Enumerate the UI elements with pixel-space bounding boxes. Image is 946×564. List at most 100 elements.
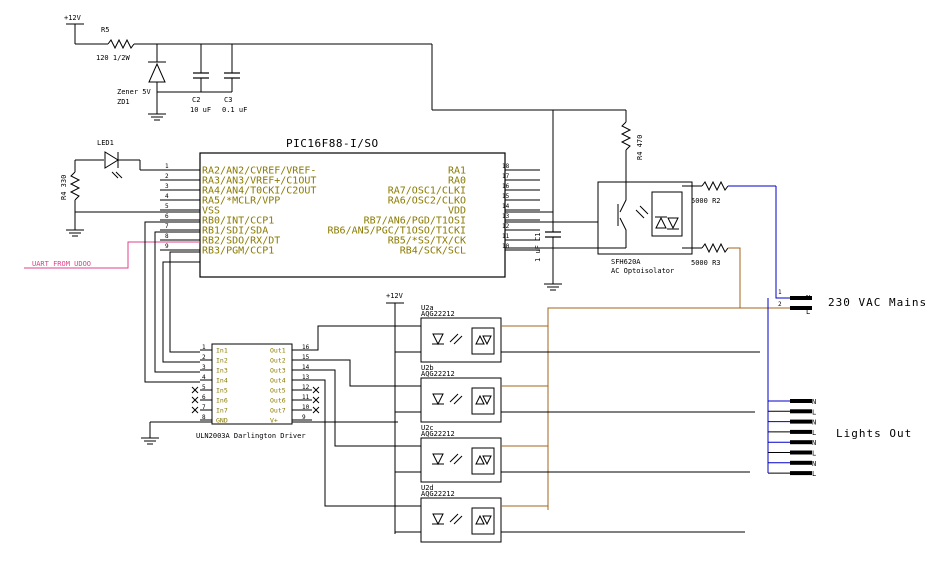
- mcu-pin-number: 14: [502, 203, 510, 210]
- mcu-pin-number: 10: [502, 243, 510, 250]
- mcu-pin-label: RA4/AN4/T0CKI/C2OUT: [202, 186, 316, 197]
- relay-ref: U2c: [421, 424, 434, 432]
- mcu-pin-label: RA6/OSC2/CLKO: [388, 196, 466, 207]
- driver-pin-label: In1: [216, 347, 228, 355]
- mcu-pin-number: 2: [165, 173, 169, 180]
- svg-text:1: 1: [778, 289, 782, 296]
- mcu-pin-number: 16: [502, 183, 510, 190]
- mcu-pin-number: 17: [502, 173, 510, 180]
- zener-ref: ZD1: [117, 98, 130, 106]
- mcu-pin-label: RB2/SDO/RX/DT: [202, 236, 280, 247]
- mcu-pin-label: VDD: [448, 206, 466, 217]
- r3-resistor: [701, 242, 729, 254]
- lights-terminal: [790, 399, 812, 403]
- driver-pin-number: 2: [202, 354, 206, 361]
- driver-pin-number: 1: [202, 344, 206, 351]
- driver-pin-label: V+: [270, 417, 278, 425]
- driver-pin-number: 15: [302, 354, 310, 361]
- mcu-left-pins: 1 RA2/AN2/CVREF/VREF- 2 RA3/AN3/VREF+/C1OUT…: [160, 163, 316, 257]
- mcu-pin-number: 11: [502, 233, 510, 240]
- lights-pin-label: N: [812, 460, 816, 468]
- r5-value: 120 1/2W: [96, 54, 131, 62]
- driver-pin-label: GND: [216, 417, 228, 425]
- lights-pin-label: L: [812, 408, 816, 416]
- driver-pin-number: 8: [202, 414, 206, 421]
- mcu-pin-label: RA5/*MCLR/VPP: [202, 196, 280, 207]
- zener-name: Zener 5V: [117, 88, 152, 96]
- mains-terminal-l: [790, 306, 812, 310]
- driver-pin-number: 4: [202, 374, 206, 381]
- uart-wire: [24, 241, 200, 269]
- driver-pin-number: 14: [302, 364, 310, 371]
- mcu-pin-label: RA1: [448, 166, 466, 177]
- lights-terminal: [790, 460, 812, 465]
- mains-terminal-n: [790, 296, 812, 300]
- lights-pin-label: L: [812, 429, 816, 437]
- r4-ref: R4 330: [60, 175, 68, 200]
- lights-terminal: [790, 419, 812, 424]
- mcu-pin-label: RA2/AN2/CVREF/VREF-: [202, 166, 316, 177]
- driver-pin-number: 9: [302, 414, 306, 421]
- mcu-pin-label: RB5/*SS/TX/CK: [388, 236, 466, 247]
- svg-text:2: 2: [778, 301, 782, 308]
- driver-pin-label: Out1: [270, 347, 286, 355]
- driver-pin-label: In7: [216, 407, 228, 415]
- lights-terminal: [790, 409, 812, 414]
- driver-pin-label: In4: [216, 377, 228, 385]
- r3-ref: 5000 R3: [691, 259, 721, 267]
- c2-value: 10 uF: [190, 106, 211, 114]
- mcu-pin-number: 8: [165, 233, 169, 240]
- zener-diode: [148, 62, 166, 83]
- driver-pin-number: 3: [202, 364, 206, 371]
- mcu-pin-label: VSS: [202, 206, 220, 217]
- relays: U2aAQG22212U2bAQG22212U2cAQG22212U2dAQG2…: [312, 304, 760, 543]
- mcu-pin-number: 15: [502, 193, 510, 200]
- driver-pin-label: In6: [216, 397, 228, 405]
- lights-terminal: [790, 440, 812, 445]
- opto-ref: SFH620A: [611, 258, 641, 266]
- driver-pin-label: In2: [216, 357, 228, 365]
- driver-body: [211, 343, 293, 425]
- c3-value: 0.1 uF: [222, 106, 247, 114]
- led-diode: [104, 151, 119, 169]
- driver-pin-number: 16: [302, 344, 310, 351]
- vcc-mid-label: +12V: [386, 292, 404, 300]
- driver-pin-number: 5: [202, 384, 206, 391]
- c2-ref: C2: [192, 96, 200, 104]
- lights-pin-label: L: [812, 450, 816, 458]
- driver-pin-number: 12: [302, 384, 310, 391]
- lights-pin-label: N: [812, 398, 816, 406]
- r4b-ref: R4 470: [636, 135, 644, 160]
- mcu-pin-number: 1: [165, 163, 169, 170]
- mains-label: 230 VAC Mains: [828, 296, 927, 309]
- uart-label: UART FROM UDOO: [32, 260, 91, 268]
- driver-pin-number: 10: [302, 404, 310, 411]
- r4b-resistor: [620, 121, 632, 151]
- lights-label: Lights Out: [836, 427, 912, 440]
- driver-pin-label: Out4: [270, 377, 286, 385]
- relay-body: [420, 377, 502, 423]
- relay-body: [420, 317, 502, 363]
- lights-terminal: [790, 429, 812, 434]
- mains-pin-l: L: [806, 308, 810, 316]
- mcu-pin-number: 5: [165, 203, 169, 210]
- driver-pin-label: In5: [216, 387, 228, 395]
- mcu-pin-label: RA7/OSC1/CLKI: [388, 186, 466, 197]
- relay-ref: U2d: [421, 484, 434, 492]
- r4-resistor: [69, 171, 81, 201]
- driver-pin-label: Out7: [270, 407, 286, 415]
- mcu-body: [199, 152, 506, 278]
- mcu-pin-number: 18: [502, 163, 510, 170]
- driver-pin-number: 6: [202, 394, 206, 401]
- mcu-pin-label: RA3/AN3/VREF+/C1OUT: [202, 176, 316, 187]
- driver-pin-label: In3: [216, 367, 228, 375]
- r2-resistor: [701, 180, 729, 192]
- driver-pin-number: 13: [302, 374, 310, 381]
- c3-ref: C3: [224, 96, 232, 104]
- lights-pin-label: L: [812, 470, 816, 478]
- mcu-pin-label: RB3/PGM/CCP1: [202, 246, 274, 257]
- mcu-pin-label: RB4/SCK/SCL: [400, 246, 466, 257]
- mcu-pin-number: 7: [165, 223, 169, 230]
- lights-pin-label: N: [812, 419, 816, 427]
